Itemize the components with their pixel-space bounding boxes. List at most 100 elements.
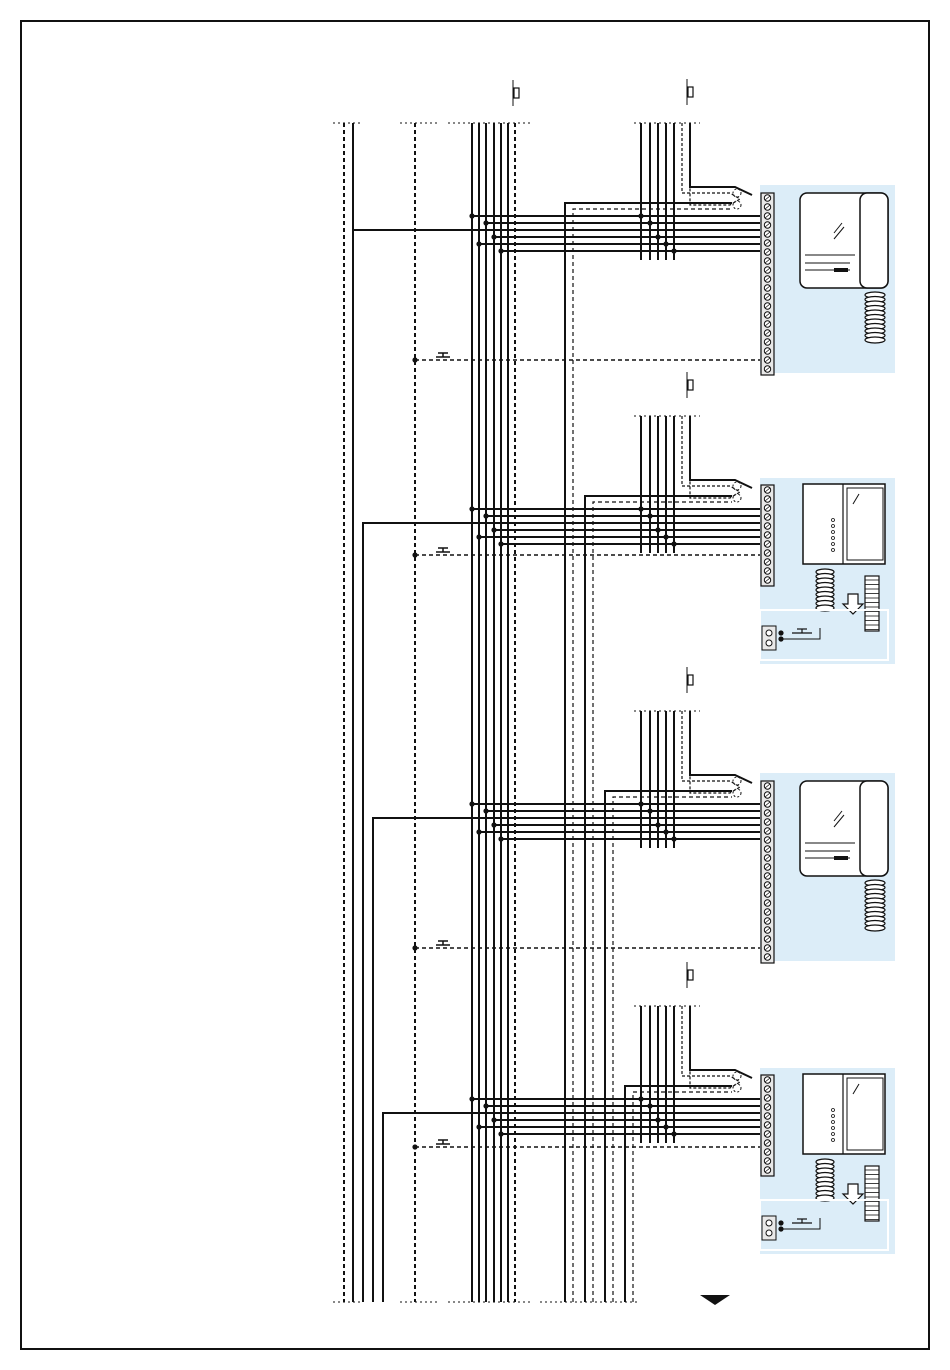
- lock-icon: [687, 79, 693, 105]
- handset: [860, 193, 888, 288]
- junction-dot: [663, 241, 668, 246]
- junction-dot: [671, 248, 676, 253]
- junction-dot: [671, 836, 676, 841]
- terminal-block-icon: [761, 781, 774, 963]
- coil-loop: [865, 337, 885, 343]
- doorbell-button-icon: [436, 548, 450, 552]
- junction-dot: [498, 541, 503, 546]
- junction-dot: [476, 829, 481, 834]
- lock-wire: [690, 711, 752, 783]
- unit-led: [832, 537, 835, 540]
- riser-feed-wire: [585, 496, 732, 1302]
- unit-front: [847, 488, 883, 560]
- junction-dot: [638, 1096, 643, 1101]
- riser-feed-dashed: [593, 502, 732, 1302]
- riser-feed-wire: [565, 203, 732, 1302]
- lock-icon: [687, 667, 693, 693]
- junction-dot: [483, 808, 488, 813]
- junction-dot: [476, 534, 481, 539]
- junction-dot: [483, 513, 488, 518]
- lock-icon: [687, 372, 693, 398]
- lock-body: [514, 88, 519, 98]
- lock-icon: [513, 80, 519, 106]
- junction-dot: [469, 506, 474, 511]
- junction-dot: [778, 1220, 783, 1225]
- unit-front: [847, 1078, 883, 1150]
- junction-dot: [483, 1103, 488, 1108]
- junction-dot: [476, 241, 481, 246]
- junction-dot: [469, 801, 474, 806]
- terminal-screw: [766, 1230, 772, 1236]
- junction-dot: [469, 1096, 474, 1101]
- junction-dot: [483, 220, 488, 225]
- lock-wire: [690, 1006, 752, 1078]
- unit-led: [832, 519, 835, 522]
- junction-dot: [491, 822, 496, 827]
- coil-loop: [865, 925, 885, 931]
- unit-led: [832, 543, 835, 546]
- junction-dot: [491, 527, 496, 532]
- floor-4: [383, 962, 895, 1302]
- junction-dot: [476, 1124, 481, 1129]
- riser-bus: [333, 123, 640, 1302]
- unit-led: [832, 549, 835, 552]
- unit-led: [832, 1127, 835, 1130]
- unit-button: [834, 268, 848, 272]
- lock-icon: [687, 962, 693, 988]
- unit-led: [832, 1133, 835, 1136]
- junction-dot: [647, 1103, 652, 1108]
- doorbell-button-icon: [436, 941, 450, 945]
- junction-dot: [638, 801, 643, 806]
- doorbell-button-icon: [436, 1140, 450, 1144]
- unit-led: [832, 1121, 835, 1124]
- junction-dot: [655, 1117, 660, 1122]
- terminal-screw: [766, 630, 772, 636]
- riser-feed-dashed: [613, 797, 732, 1302]
- lock-body: [688, 380, 693, 390]
- junction-dot: [412, 945, 417, 950]
- riser-feed-dashed: [573, 209, 732, 1302]
- junction-dot: [412, 1144, 417, 1149]
- riser-feed-wire: [383, 1113, 760, 1302]
- junction-dot: [491, 1117, 496, 1122]
- unit-led: [832, 1115, 835, 1118]
- junction-dot: [498, 248, 503, 253]
- handset: [860, 781, 888, 876]
- junction-dot: [663, 829, 668, 834]
- junction-dot: [647, 513, 652, 518]
- junction-dot: [778, 630, 783, 635]
- junction-dot: [469, 213, 474, 218]
- unit-led: [832, 525, 835, 528]
- lock-wire: [690, 123, 752, 195]
- terminal-block-icon: [761, 1075, 774, 1176]
- junction-dot: [671, 1131, 676, 1136]
- junction-dot: [655, 527, 660, 532]
- terminal-screw: [766, 640, 772, 646]
- junction-dot: [638, 213, 643, 218]
- riser-feed-wire: [363, 523, 760, 1302]
- terminal-screw: [766, 1220, 772, 1226]
- riser-feed-wire: [373, 818, 760, 1302]
- terminal-block-icon: [761, 193, 774, 375]
- unit-led: [832, 531, 835, 534]
- junction-dot: [412, 552, 417, 557]
- junction-dot: [663, 1124, 668, 1129]
- junction-dot: [498, 836, 503, 841]
- lock-wire: [690, 416, 752, 488]
- riser-feed-dashed: [633, 1092, 732, 1302]
- junction-dot: [638, 506, 643, 511]
- unit-led: [832, 1109, 835, 1112]
- junction-dot: [412, 357, 417, 362]
- junction-dot: [647, 220, 652, 225]
- lock-body: [688, 87, 693, 97]
- lock-body: [688, 970, 693, 980]
- junction-dot: [655, 234, 660, 239]
- down-arrow-icon: [700, 1295, 730, 1305]
- doorbell-button-icon: [436, 353, 450, 357]
- junction-dot: [655, 822, 660, 827]
- junction-dot: [671, 541, 676, 546]
- junction-dot: [663, 534, 668, 539]
- junction-dot: [647, 808, 652, 813]
